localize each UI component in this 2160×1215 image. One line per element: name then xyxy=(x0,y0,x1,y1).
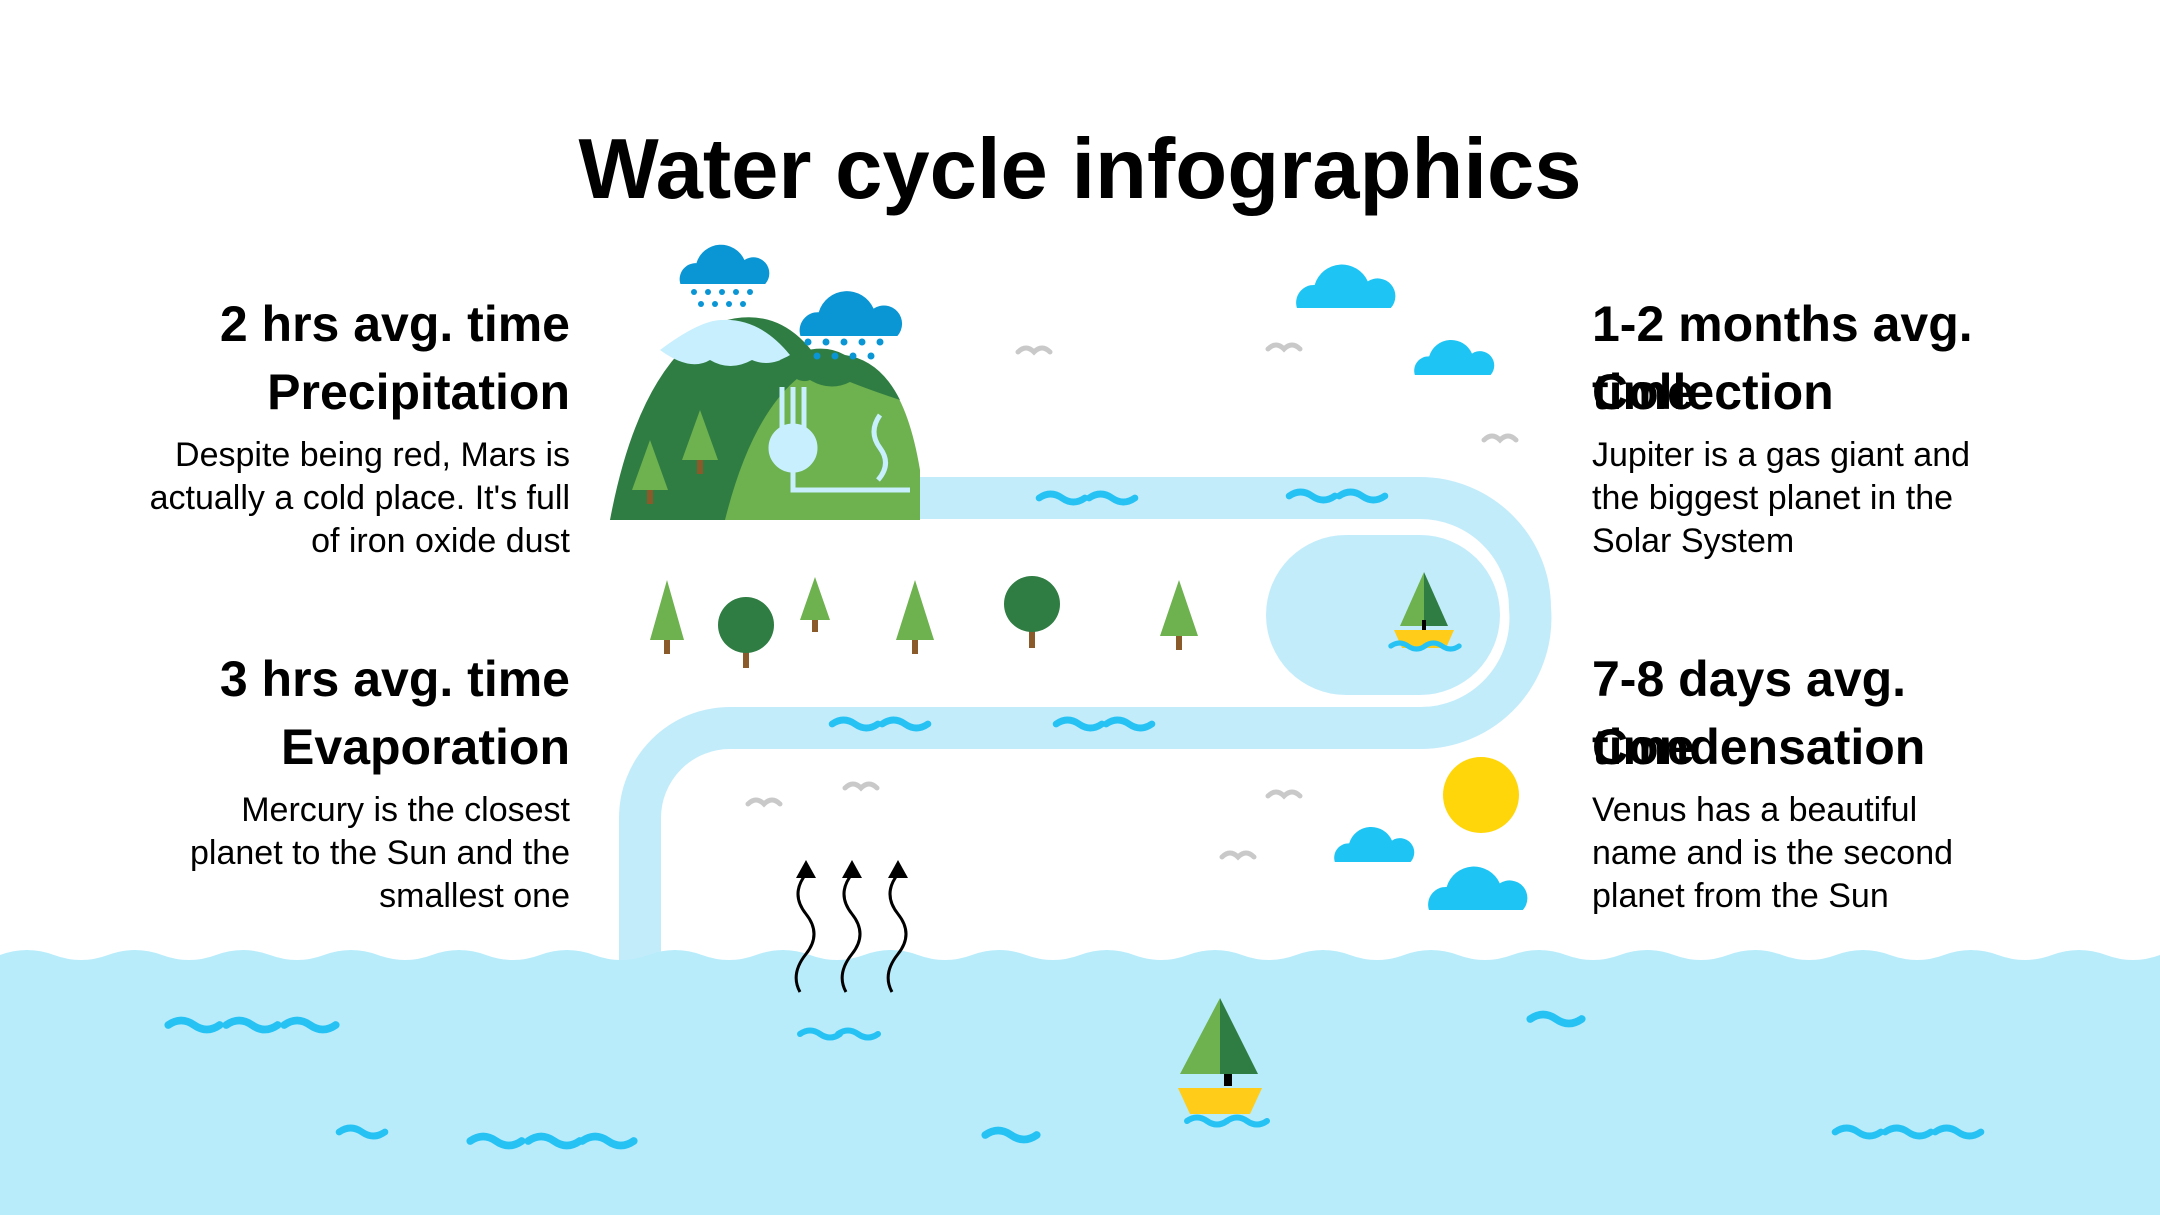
cloud-icon xyxy=(1414,339,1495,375)
lake xyxy=(1266,535,1500,695)
evaporation-text: Mercury is the closest planet to the Sun… xyxy=(190,791,570,915)
tree-icon xyxy=(650,576,1198,668)
rain-cloud-icon xyxy=(799,291,903,360)
river-path xyxy=(619,477,1552,960)
collection-text: Jupiter is a gas giant and the biggest p… xyxy=(1592,436,1971,560)
rain-cloud-icon xyxy=(679,244,770,307)
condensation-block: 7-8 days avg. time Condensation Venus ha… xyxy=(1592,645,2112,918)
condensation-time: 7-8 days avg. time xyxy=(1592,651,1907,775)
collection-label: Collection xyxy=(1592,364,1834,420)
cloud-icon xyxy=(1334,826,1415,862)
precipitation-block: 2 hrs avg. time Precipitation Despite be… xyxy=(50,290,570,563)
condensation-label: Condensation xyxy=(1592,719,1926,775)
sailboat-icon xyxy=(1178,998,1262,1114)
condensation-text: Venus has a beautiful name and is the se… xyxy=(1592,791,1954,915)
precipitation-label: Precipitation xyxy=(267,364,570,420)
collection-block: 1-2 months avg. time Collection Jupiter … xyxy=(1592,290,2112,563)
sun-icon xyxy=(1443,757,1519,833)
page-title: Water cycle infographics xyxy=(578,122,1582,217)
wavy-arrow-icon xyxy=(794,873,908,993)
precipitation-text: Despite being red, Mars is actually a co… xyxy=(149,436,570,560)
cloud-icon xyxy=(1296,264,1396,308)
dam-icon xyxy=(768,387,910,493)
cloud-icon xyxy=(1428,866,1528,910)
evaporation-block: 3 hrs avg. time Evaporation Mercury is t… xyxy=(50,645,570,918)
arrowhead-icon xyxy=(796,860,908,878)
bird-icon xyxy=(745,342,1519,861)
evaporation-label: Evaporation xyxy=(281,719,570,775)
sea xyxy=(0,950,2160,1215)
evaporation-time: 3 hrs avg. time xyxy=(219,651,570,707)
mountains xyxy=(610,317,920,520)
collection-time: 1-2 months avg. time xyxy=(1592,296,1973,420)
precipitation-time: 2 hrs avg. time xyxy=(219,296,570,352)
